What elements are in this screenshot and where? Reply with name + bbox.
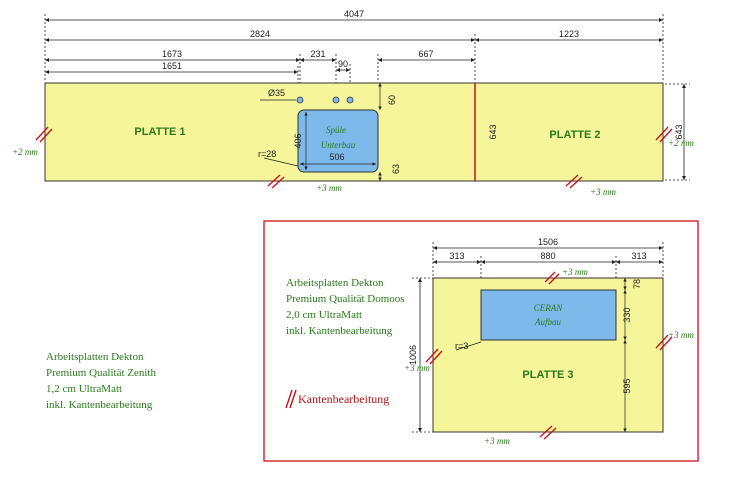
dim-63: 63: [391, 164, 401, 174]
dim-60: 60: [387, 95, 397, 105]
dim-p3-595: 595: [622, 378, 632, 393]
dim-90: 90: [338, 59, 348, 69]
cutout-sink: [297, 109, 379, 173]
sink-label-1: Spüle: [326, 125, 346, 135]
dim-p3-880: 880: [540, 251, 555, 261]
dim-p3-78: 78: [632, 279, 642, 289]
tol-p3-bottom: +3 mm: [484, 436, 510, 446]
tol-bottom-2: +3 mm: [590, 187, 616, 197]
cutout-ceran: [480, 289, 617, 341]
spec-outer-1: Arbeitsplatten Dekton: [46, 351, 144, 363]
dim-406: 406: [293, 133, 303, 148]
spec-inner-4: inkl. Kantenbearbeitung: [286, 325, 393, 337]
dim-p3-width: 1506: [538, 237, 558, 247]
dim-p3-313-left: 313: [449, 251, 464, 261]
dim-p3-330: 330: [622, 307, 632, 322]
slab-platte-1: [44, 82, 476, 182]
dim-1673: 1673: [162, 49, 182, 59]
dim-p3-313-right: 313: [631, 251, 646, 261]
spec-outer-4: inkl. Kantenbearbeitung: [46, 399, 153, 411]
tol-left: +2 mm: [12, 147, 38, 157]
tap-hole-2: [332, 96, 340, 104]
tol-right: +2 mm: [668, 138, 694, 148]
label-platte-2: PLATTE 2: [549, 129, 600, 141]
spec-outer-2: Premium Qualität Zenith: [46, 367, 156, 379]
dim-p3-radius: r=3: [455, 341, 468, 351]
dim-p3-height: 1006: [408, 345, 418, 365]
dim-643-joint: 643: [488, 124, 498, 139]
slab-platte-2: [474, 82, 664, 182]
dim-506: 506: [329, 152, 344, 162]
spec-inner-3: 2,0 cm UltraMatt: [286, 309, 362, 321]
ceran-dimensions: [455, 278, 627, 432]
dim-667: 667: [418, 49, 433, 59]
ceran-label-2: Aufbau: [534, 317, 561, 327]
dim-643-right: 643: [674, 124, 684, 139]
tol-p3-top: +3 mm: [562, 267, 588, 277]
tol-p3-right: +3 mm: [668, 330, 694, 340]
dim-hole: Ø35: [268, 88, 285, 98]
spec-inner-2: Premium Qualität Domoos: [286, 293, 405, 305]
dim-total: 4047: [344, 9, 364, 19]
legend-icon: [285, 389, 297, 409]
label-platte-3: PLATTE 3: [522, 369, 573, 381]
ceran-label-1: CERAN: [534, 303, 563, 313]
label-platte-1: PLATTE 1: [134, 126, 185, 138]
dim-right-run: 1223: [559, 29, 579, 39]
dim-radius-sink: r=28: [258, 149, 276, 159]
dim-231: 231: [310, 49, 325, 59]
tap-hole-1: [296, 96, 304, 104]
edge-marks-p3: [425, 271, 673, 440]
dim-left-run: 2824: [250, 29, 270, 39]
edge-marks-top: [35, 126, 673, 189]
tol-p3-left: +3 mm: [404, 363, 430, 373]
platte-3-frame: [263, 220, 699, 462]
legend-label: Kantenbearbeitung: [298, 392, 389, 406]
tol-bottom-1: +3 mm: [316, 183, 342, 193]
tap-hole-3: [346, 96, 354, 104]
dim-1651: 1651: [162, 61, 182, 71]
sink-label-2: Unterbau: [321, 140, 356, 150]
sink-dimensions: [263, 83, 382, 181]
spec-outer-3: 1,2 cm UltraMatt: [46, 383, 122, 395]
spec-inner-1: Arbeitsplatten Dekton: [286, 277, 384, 289]
